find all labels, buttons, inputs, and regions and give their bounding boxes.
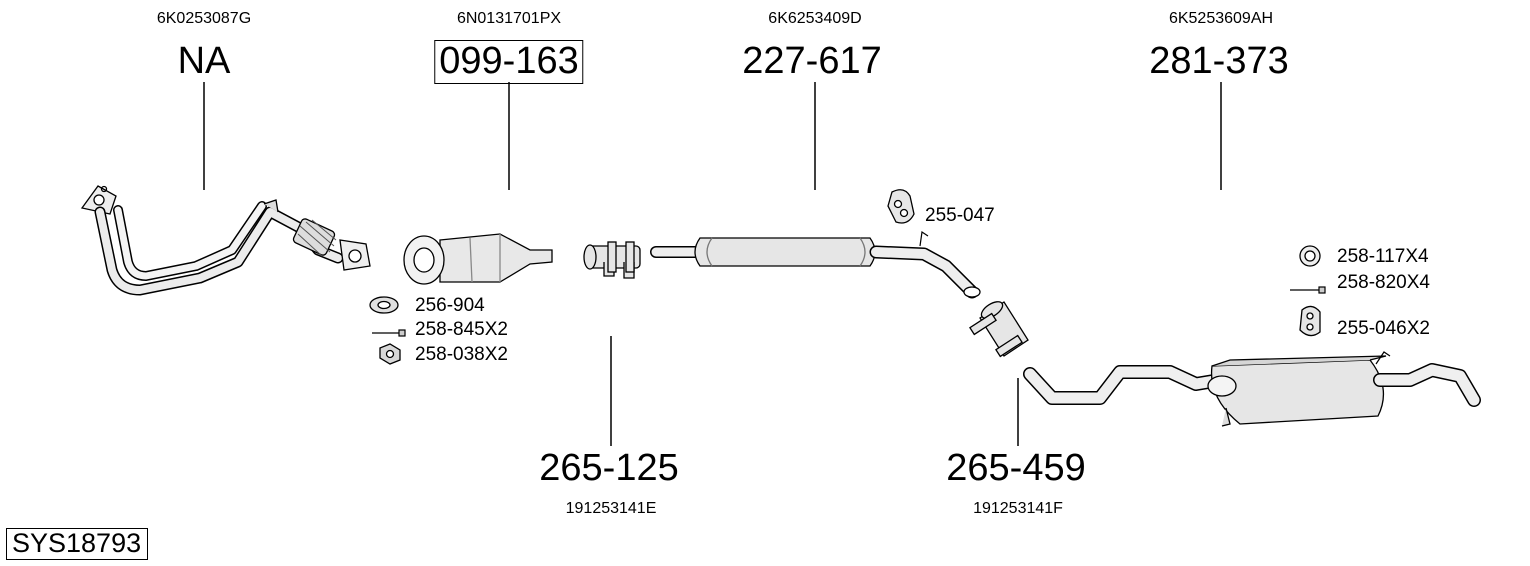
accessory-label-258-845[interactable]: 258-845X2 bbox=[415, 319, 508, 340]
middle-silencer-illustration bbox=[650, 230, 981, 299]
accessory-label-258-038[interactable]: 258-038X2 bbox=[415, 344, 508, 365]
oe-number-catalytic-converter: 6N0131701PX bbox=[456, 10, 562, 27]
part-number-front-pipe[interactable]: NA bbox=[177, 40, 231, 82]
hanger-255-046-icon bbox=[1299, 305, 1321, 337]
oe-number-clamp-265-459: 191253141F bbox=[973, 500, 1063, 517]
catalytic-converter-illustration bbox=[403, 233, 553, 285]
oe-number-front-pipe: 6K0253087G bbox=[156, 10, 252, 27]
accessory-label-255-046[interactable]: 255-046X2 bbox=[1337, 318, 1430, 339]
part-number-middle-silencer[interactable]: 227-617 bbox=[742, 40, 882, 82]
accessory-label-255-047[interactable]: 255-047 bbox=[925, 205, 995, 226]
bolt-258-845-icon bbox=[372, 329, 406, 337]
hanger-255-047-illustration bbox=[887, 189, 915, 224]
gasket-256-904-icon bbox=[369, 296, 399, 314]
rear-silencer-illustration bbox=[1023, 351, 1481, 427]
accessory-label-258-820[interactable]: 258-820X4 bbox=[1337, 272, 1430, 293]
part-number-rear-silencer[interactable]: 281-373 bbox=[1149, 40, 1289, 82]
nut-258-038-icon bbox=[379, 343, 401, 365]
part-number-clamp-265-125[interactable]: 265-125 bbox=[539, 447, 679, 489]
oe-number-middle-silencer: 6K6253409D bbox=[768, 10, 862, 27]
oe-number-rear-silencer: 6K5253609AH bbox=[1168, 10, 1274, 27]
clamp-265-125-illustration bbox=[583, 241, 641, 279]
accessory-label-258-117[interactable]: 258-117X4 bbox=[1337, 246, 1429, 267]
system-code-box: SYS18793 bbox=[6, 528, 149, 560]
accessory-label-256-904[interactable]: 256-904 bbox=[415, 295, 485, 316]
part-number-catalytic-converter[interactable]: 099-163 bbox=[434, 40, 584, 84]
part-number-clamp-265-459[interactable]: 265-459 bbox=[946, 447, 1086, 489]
ring-258-117-icon bbox=[1299, 245, 1321, 267]
bolt-258-820-icon bbox=[1290, 286, 1326, 294]
oe-number-clamp-265-125: 191253141E bbox=[565, 500, 657, 517]
clamp-265-459-illustration bbox=[969, 301, 1029, 358]
front-pipe-illustration bbox=[80, 185, 371, 296]
